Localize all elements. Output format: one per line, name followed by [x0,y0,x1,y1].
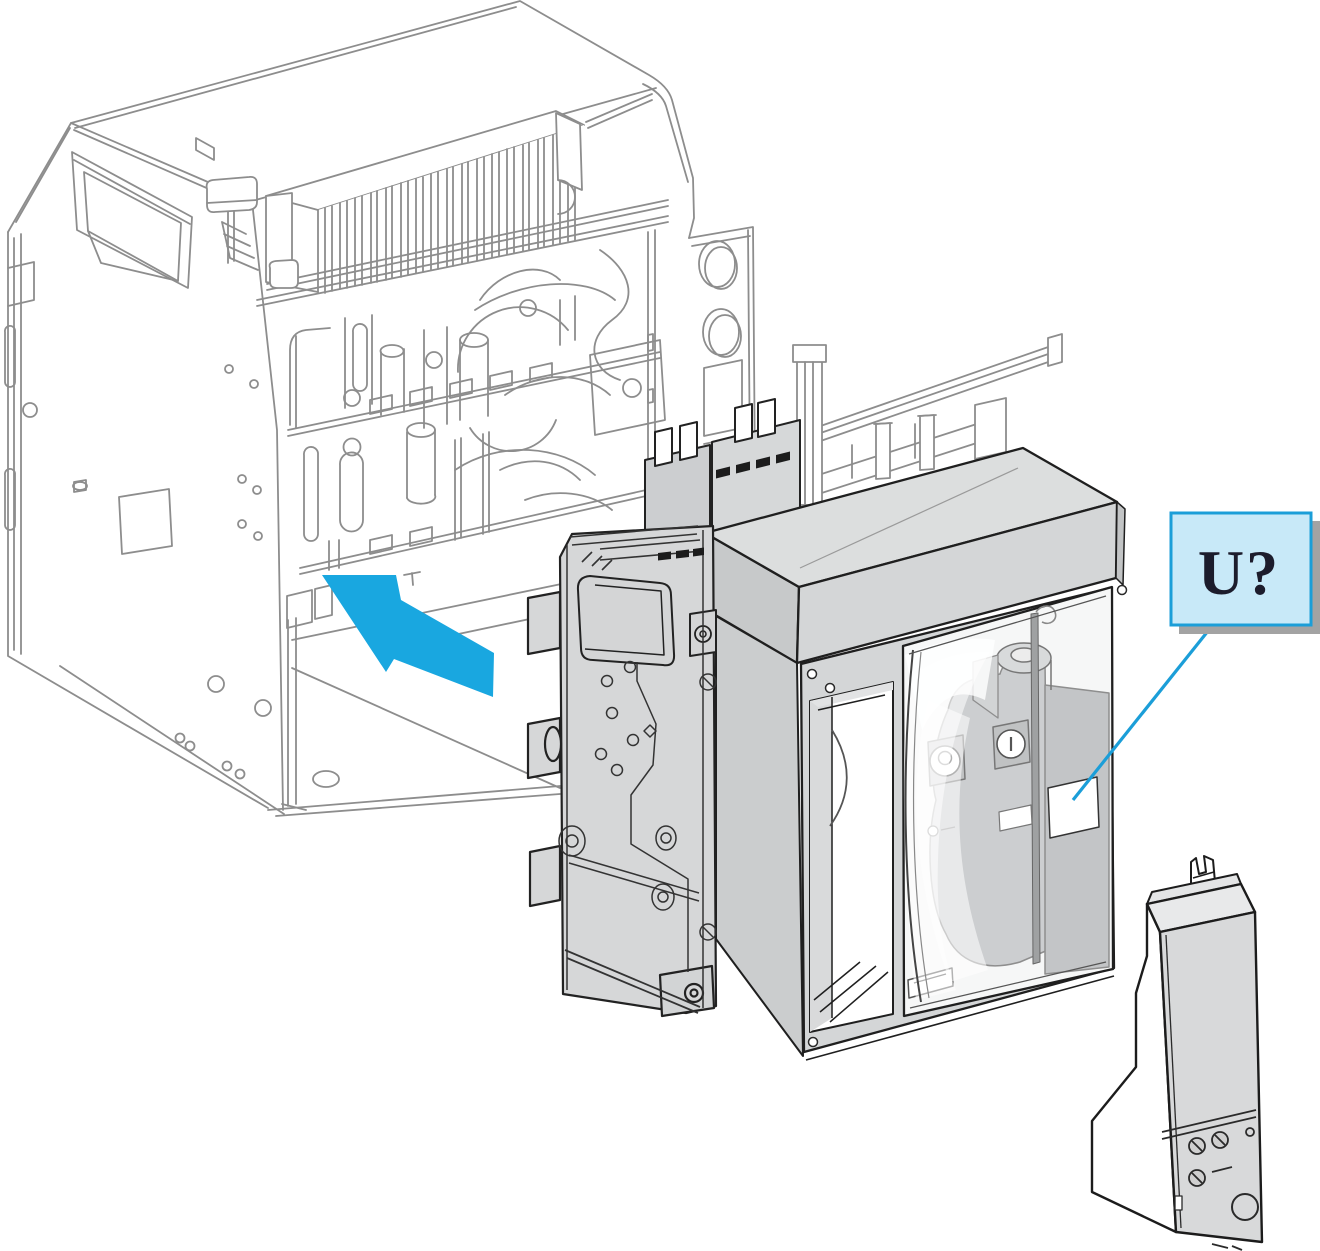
svg-text:U?: U? [1198,537,1280,608]
